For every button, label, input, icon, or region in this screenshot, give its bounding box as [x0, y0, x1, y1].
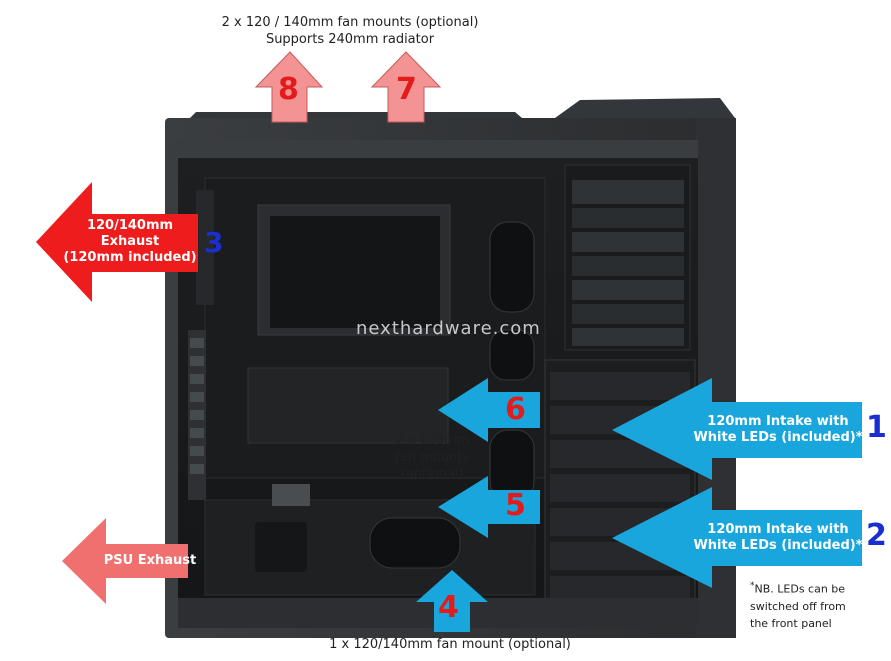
middle-caption-line1: 2 x 120mm: [394, 433, 470, 448]
intake-label-2: 120mm Intake with White LEDs (included)*: [688, 522, 868, 554]
intake-arrow-1: [612, 378, 862, 480]
intake-label-1: 120mm Intake with White LEDs (included)*: [688, 414, 868, 446]
number-8: 8: [278, 72, 299, 107]
exhaust-label: 120/140mm Exhaust (120mm included): [60, 218, 200, 266]
tray-panel: [247, 367, 449, 444]
top-caption-line2: Supports 240mm radiator: [265, 32, 435, 47]
number-7: 7: [396, 72, 417, 107]
middle-caption: 2 x 120mm fan mounts (optional): [380, 432, 484, 483]
number-6: 6: [505, 392, 526, 427]
expansion-slots: [188, 330, 206, 500]
number-5: 5: [505, 488, 526, 523]
number-2: 2: [866, 518, 887, 553]
arrow-8: [254, 51, 324, 123]
psu-vent: [255, 522, 307, 572]
middle-caption-line3: (optional): [400, 467, 464, 482]
arrow-7: [370, 51, 442, 123]
intake-label-1-line1: 120mm Intake with: [707, 414, 849, 429]
top-rail: [170, 140, 698, 158]
grommet-top: [489, 221, 535, 313]
middle-caption-line2: fan mounts: [395, 450, 469, 465]
arrow-6: [438, 378, 540, 442]
cpu-cutout-inner: [270, 216, 440, 328]
top-caption: 2 x 120 / 140mm fan mounts (optional) Su…: [200, 14, 500, 48]
exhaust-label-line3: (120mm included): [63, 250, 197, 265]
arrow-4: [416, 570, 488, 632]
led-note-text1: NB. LEDs can be: [754, 582, 846, 596]
front-bezel-top: [555, 98, 735, 118]
intake-label-1-line2: White LEDs (included)*: [693, 430, 863, 445]
rear-fan-grill: [196, 190, 214, 305]
exhaust-label-line1: 120/140mm: [86, 218, 174, 233]
exhaust-arrow: [36, 182, 198, 302]
led-note-line1: *NB. LEDs can be: [750, 578, 890, 598]
number-1: 1: [866, 410, 887, 445]
number-3: 3: [204, 226, 224, 259]
arrow-5: [438, 476, 540, 538]
psu-strap: [272, 484, 310, 506]
led-note: *NB. LEDs can be switched off from the f…: [750, 578, 890, 632]
intake-label-2-line2: White LEDs (included)*: [693, 538, 863, 553]
psu-exhaust-arrow: [62, 518, 188, 604]
optical-bays: [564, 164, 691, 351]
led-note-star: *: [750, 581, 755, 591]
psu-exhaust-label: PSU Exhaust: [103, 553, 197, 568]
exhaust-label-line2: Exhaust: [100, 234, 160, 249]
led-note-line2: switched off from: [750, 599, 846, 613]
intake-label-2-line1: 120mm Intake with: [707, 522, 849, 537]
bottom-fan-vent: [369, 517, 461, 569]
led-note-line3: the front panel: [750, 616, 832, 630]
number-4: 4: [438, 590, 459, 625]
bottom-caption: 1 x 120/140mm fan mount (optional): [329, 637, 571, 652]
intake-arrow-2: [612, 487, 862, 588]
grommet-mid: [489, 329, 535, 381]
watermark: nexthardware.com: [356, 318, 541, 339]
top-caption-line1: 2 x 120 / 140mm fan mounts (optional): [221, 15, 479, 30]
